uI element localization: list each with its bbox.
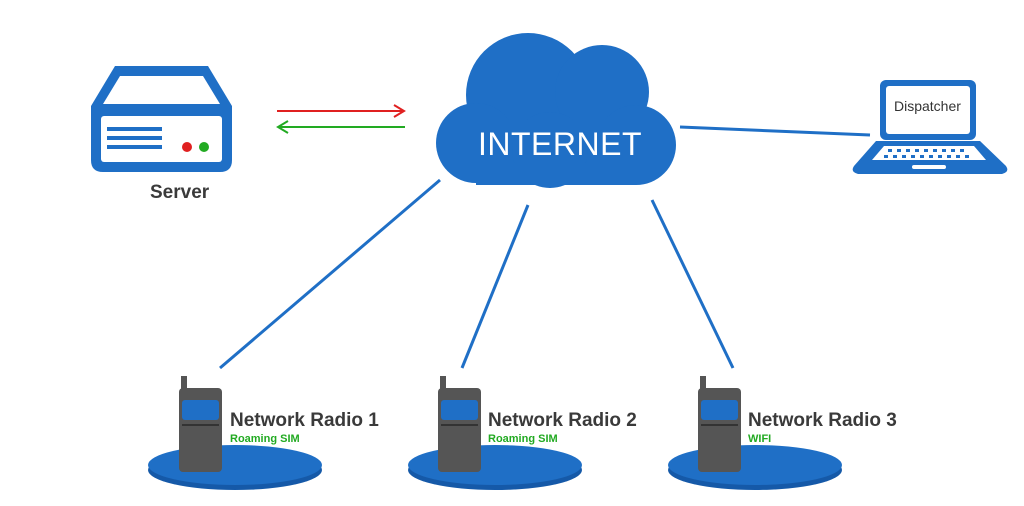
- link-cloud-dispatcher: [679, 125, 871, 137]
- radio-2: [408, 376, 582, 490]
- radio-1: [148, 376, 322, 490]
- radio-2-name: Network Radio 2: [488, 410, 637, 431]
- radio-1-connection: Roaming SIM: [230, 433, 300, 445]
- handheld-radio-icon: [438, 376, 481, 472]
- cloud-icon: [436, 33, 676, 188]
- response-arrow: [276, 120, 405, 134]
- server-label: Server: [150, 182, 210, 203]
- link-cloud-radio-3: [650, 199, 735, 369]
- radio-2-connection: Roaming SIM: [488, 433, 558, 445]
- internet-label: INTERNET: [478, 126, 642, 162]
- radio-1-name: Network Radio 1: [230, 410, 379, 431]
- server-icon: [91, 66, 232, 172]
- handheld-radio-icon: [698, 376, 741, 472]
- handheld-radio-icon: [179, 376, 222, 472]
- radio-3: [668, 376, 842, 490]
- radio-3-name: Network Radio 3: [748, 410, 897, 431]
- link-cloud-radio-1: [219, 178, 441, 370]
- link-cloud-radio-2: [460, 204, 530, 369]
- request-arrow: [277, 104, 406, 118]
- radio-3-connection: WIFI: [748, 433, 772, 445]
- dispatcher-label: Dispatcher: [894, 98, 961, 114]
- laptop-icon: [852, 80, 1008, 174]
